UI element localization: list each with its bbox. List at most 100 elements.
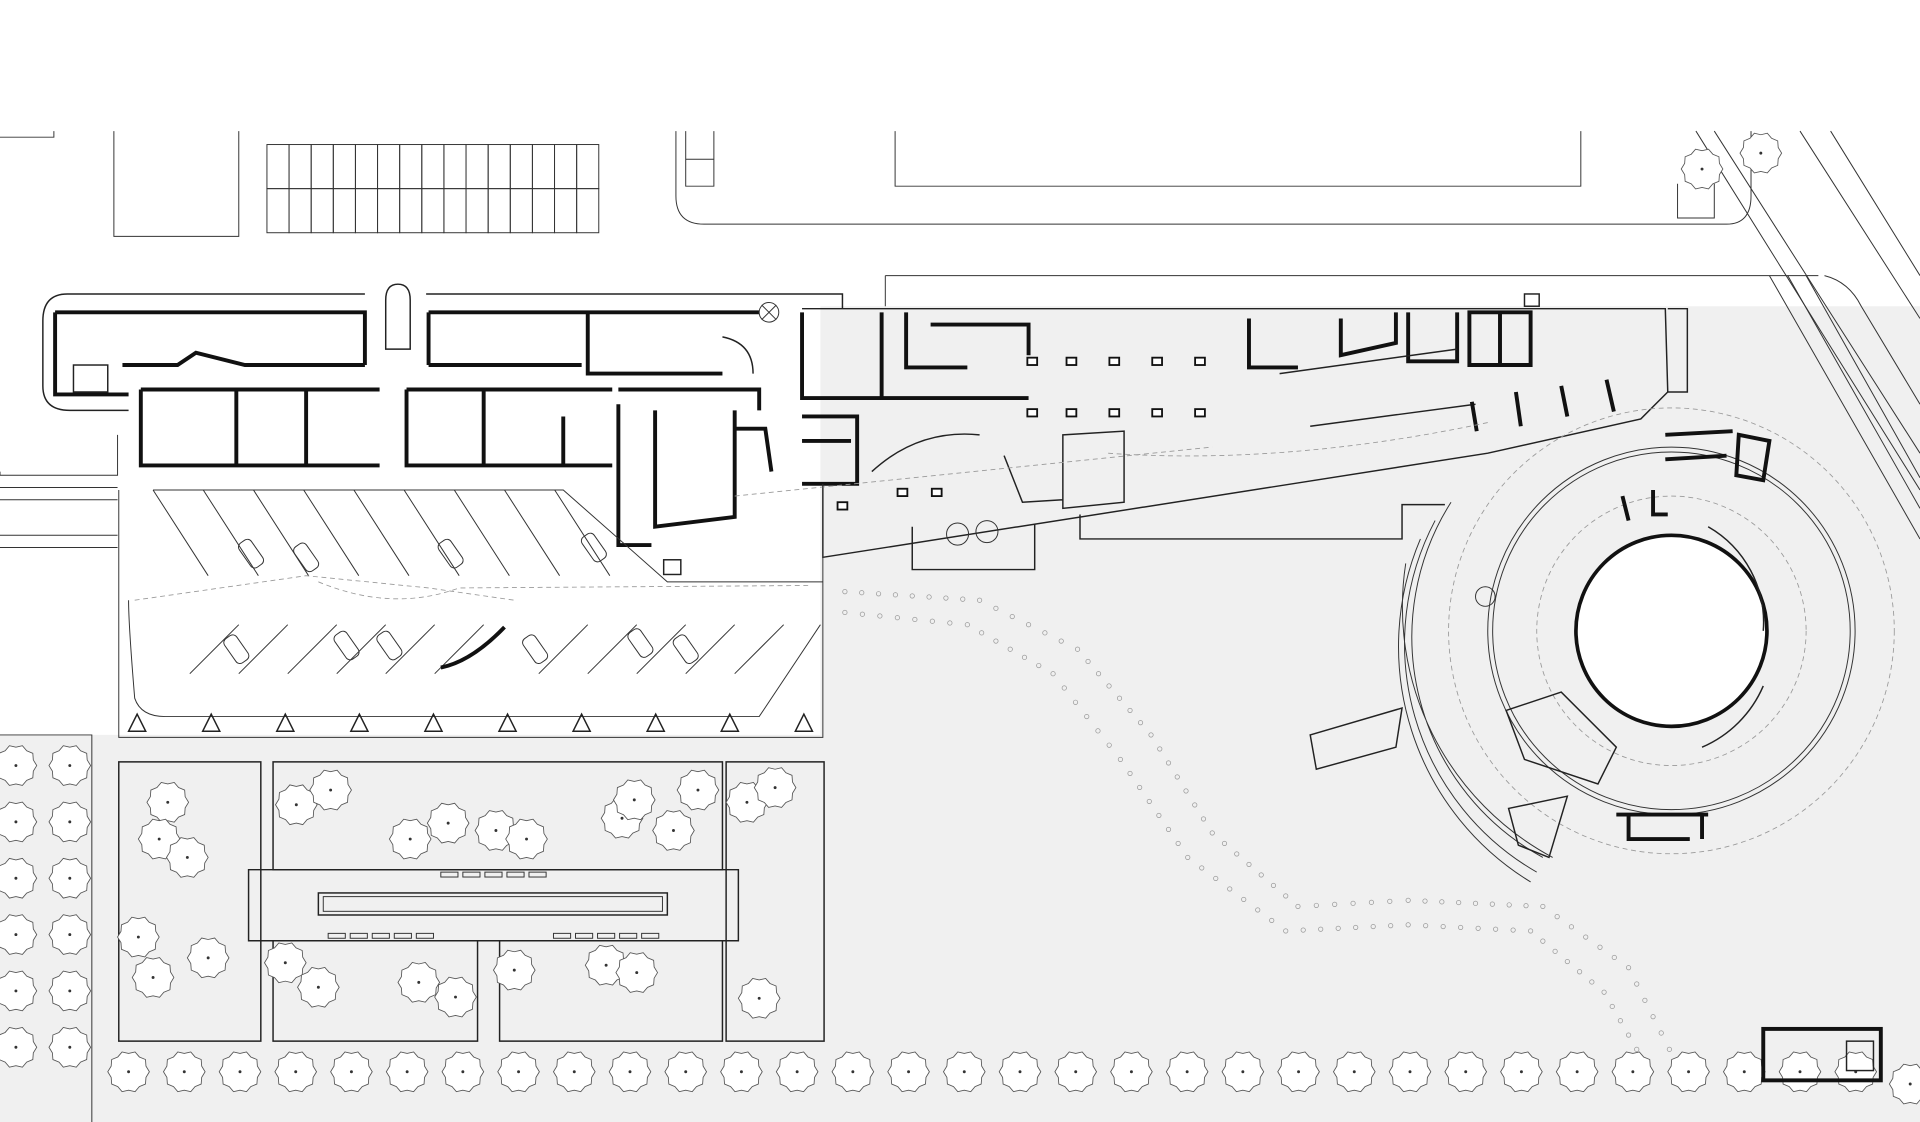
parking-stall bbox=[531, 188, 556, 234]
path-dot bbox=[1510, 927, 1516, 933]
tree-trunk bbox=[1241, 1070, 1245, 1074]
tree-trunk bbox=[757, 996, 761, 1000]
tree bbox=[0, 1026, 38, 1068]
path-dot bbox=[1183, 788, 1189, 794]
path-dot bbox=[1283, 893, 1289, 899]
bench bbox=[506, 871, 525, 878]
bench bbox=[462, 871, 481, 878]
tree bbox=[0, 745, 38, 786]
path-dot bbox=[1666, 1046, 1672, 1052]
parking-stall bbox=[531, 144, 556, 190]
parking-stall bbox=[332, 144, 356, 190]
stall-line bbox=[238, 624, 289, 675]
tree-trunk bbox=[294, 1070, 298, 1074]
path-dot bbox=[1405, 922, 1411, 928]
parking-stall-lines bbox=[152, 489, 785, 675]
car bbox=[238, 538, 265, 569]
path-dot bbox=[1650, 1014, 1656, 1020]
path-dot bbox=[1137, 720, 1144, 726]
bench bbox=[440, 871, 459, 878]
pillar bbox=[1026, 408, 1039, 418]
parking-stall bbox=[266, 144, 290, 190]
path-dot bbox=[1221, 840, 1228, 846]
bench bbox=[528, 871, 547, 878]
path-dot bbox=[842, 589, 848, 595]
parking-stall bbox=[377, 144, 401, 190]
stall-line bbox=[587, 624, 638, 675]
tree-trunk bbox=[1687, 1070, 1691, 1074]
tree-trunk bbox=[68, 989, 72, 993]
parking-stall bbox=[421, 144, 445, 190]
path-dot bbox=[1368, 899, 1374, 905]
pillar bbox=[1026, 356, 1039, 366]
bench bbox=[349, 932, 368, 939]
bench bbox=[552, 932, 572, 939]
stall-line bbox=[336, 624, 387, 675]
path-dot bbox=[1583, 934, 1589, 940]
parking-stall bbox=[266, 188, 290, 234]
path-dot bbox=[1493, 926, 1499, 932]
tree-trunk bbox=[417, 980, 421, 984]
path-dot bbox=[1106, 742, 1112, 748]
path-dot bbox=[1137, 784, 1143, 791]
pillar bbox=[1194, 356, 1206, 366]
ground-areas bbox=[0, 306, 1920, 1122]
path-dot bbox=[1283, 928, 1289, 934]
bollard-triangle bbox=[645, 712, 666, 732]
bench bbox=[641, 932, 660, 939]
path-dot bbox=[1506, 902, 1512, 908]
stall-line bbox=[189, 624, 240, 675]
left-wing-building bbox=[42, 283, 844, 548]
path-dot bbox=[1095, 728, 1101, 734]
tree-trunk bbox=[157, 837, 161, 841]
tree-trunk bbox=[696, 788, 700, 792]
path-dot bbox=[1042, 630, 1048, 636]
path-dot bbox=[1095, 671, 1102, 677]
parking-stall bbox=[509, 144, 533, 190]
path-dot bbox=[1523, 903, 1529, 909]
parking-stall bbox=[354, 188, 379, 234]
stall-line bbox=[253, 489, 309, 576]
top-parking-grid bbox=[266, 144, 600, 234]
bollard-triangle bbox=[571, 712, 592, 732]
tree-trunk bbox=[151, 975, 155, 979]
path-dot bbox=[977, 597, 983, 603]
path-dot bbox=[859, 590, 865, 596]
path-dot bbox=[1568, 924, 1574, 930]
tree-trunk bbox=[773, 786, 777, 790]
path-dot bbox=[859, 611, 865, 617]
bench bbox=[415, 932, 434, 939]
path-dot bbox=[947, 620, 953, 626]
path-dot bbox=[1313, 902, 1319, 908]
path-dot bbox=[1200, 816, 1207, 822]
path-dot bbox=[1318, 926, 1324, 932]
pillar bbox=[1151, 356, 1163, 366]
tree-trunk bbox=[408, 837, 412, 841]
tree-trunk bbox=[185, 855, 189, 859]
round-pavilion bbox=[1309, 407, 1895, 883]
path-dot bbox=[892, 592, 898, 598]
car bbox=[333, 630, 360, 661]
tree-trunk bbox=[1464, 1070, 1468, 1074]
pillar bbox=[1065, 408, 1078, 418]
tree-trunk bbox=[1408, 1070, 1412, 1074]
tree-trunk bbox=[1700, 167, 1704, 171]
hall-pillars bbox=[836, 356, 1206, 511]
stall-line bbox=[385, 624, 436, 675]
tree-trunk bbox=[206, 956, 210, 960]
tree-trunk bbox=[316, 985, 320, 989]
bench bbox=[575, 932, 594, 939]
tree-trunk bbox=[1074, 1070, 1078, 1074]
tree-trunk bbox=[672, 829, 675, 832]
stall-line bbox=[554, 489, 611, 576]
path-dot bbox=[993, 605, 999, 611]
pillar bbox=[1151, 408, 1163, 418]
path-dot bbox=[1577, 969, 1583, 975]
parking-stall bbox=[487, 144, 511, 190]
parking-stall bbox=[288, 144, 312, 190]
path-dot bbox=[1127, 770, 1133, 777]
path-dot bbox=[1540, 903, 1546, 909]
pillar bbox=[930, 487, 943, 497]
bollard-triangle bbox=[127, 712, 147, 732]
bollard-triangle bbox=[275, 712, 296, 732]
